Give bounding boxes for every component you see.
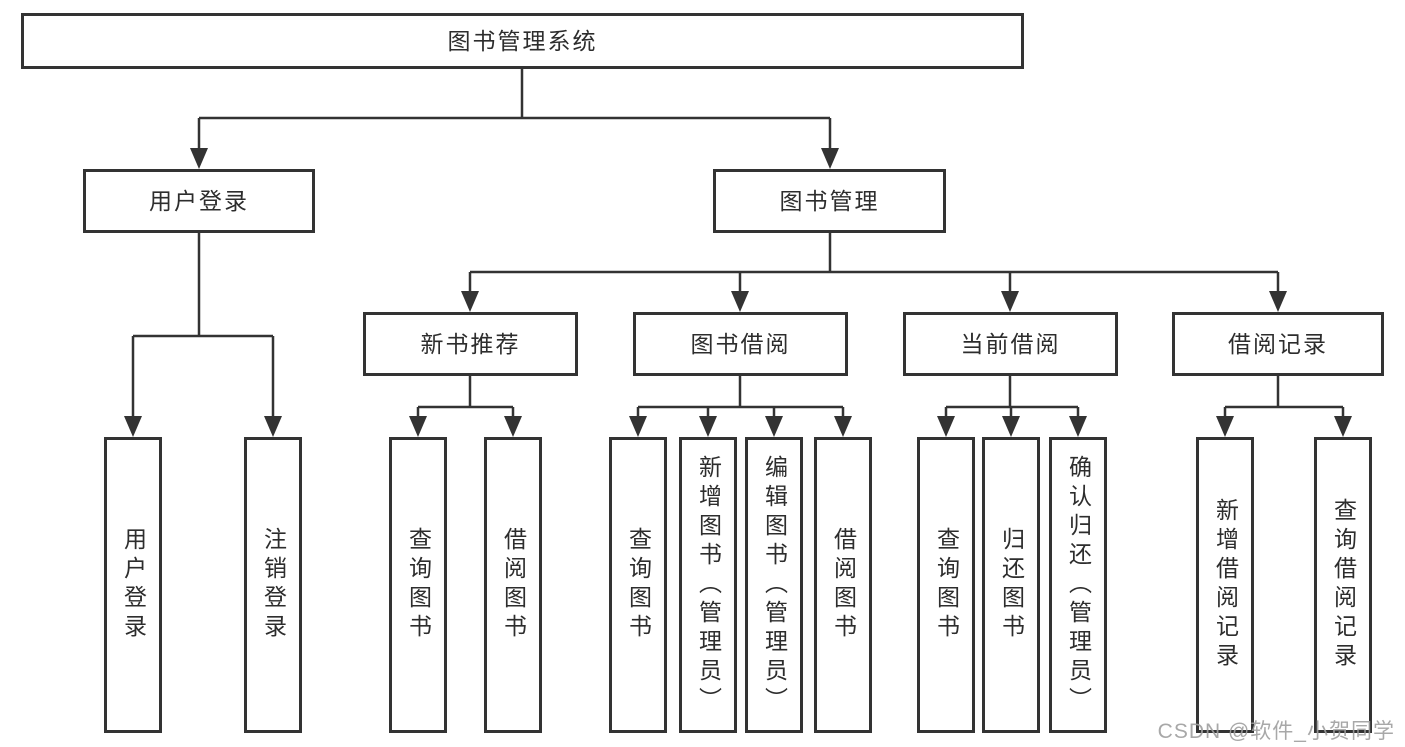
- leaf-query-borrow-record: 查询借阅记录: [1314, 437, 1372, 733]
- node-user-login-branch: 用户登录: [83, 169, 315, 233]
- leaf-edit-book-admin: 编辑图书（管理员）: [745, 437, 803, 733]
- leaf-borrow-book-1: 借阅图书: [484, 437, 542, 733]
- leaf-query-book-1: 查询图书: [389, 437, 447, 733]
- node-book-borrow: 图书借阅: [633, 312, 848, 376]
- csdn-watermark: CSDN @软件_小贺同学: [1157, 720, 1395, 743]
- node-borrow-record: 借阅记录: [1172, 312, 1384, 376]
- leaf-user-login: 用户登录: [104, 437, 162, 733]
- leaf-add-book-admin: 新增图书（管理员）: [679, 437, 737, 733]
- leaf-query-book-2: 查询图书: [609, 437, 667, 733]
- leaf-logout: 注销登录: [244, 437, 302, 733]
- leaf-query-book-3: 查询图书: [917, 437, 975, 733]
- leaf-borrow-book-2: 借阅图书: [814, 437, 872, 733]
- leaf-add-borrow-record: 新增借阅记录: [1196, 437, 1254, 733]
- leaf-confirm-return-admin: 确认归还（管理员）: [1049, 437, 1107, 733]
- leaf-return-book: 归还图书: [982, 437, 1040, 733]
- node-book-management-branch: 图书管理: [713, 169, 946, 233]
- node-current-borrow: 当前借阅: [903, 312, 1118, 376]
- node-new-book-recommend: 新书推荐: [363, 312, 578, 376]
- node-library-management-system: 图书管理系统: [21, 13, 1024, 69]
- arrowheads: [124, 148, 1352, 437]
